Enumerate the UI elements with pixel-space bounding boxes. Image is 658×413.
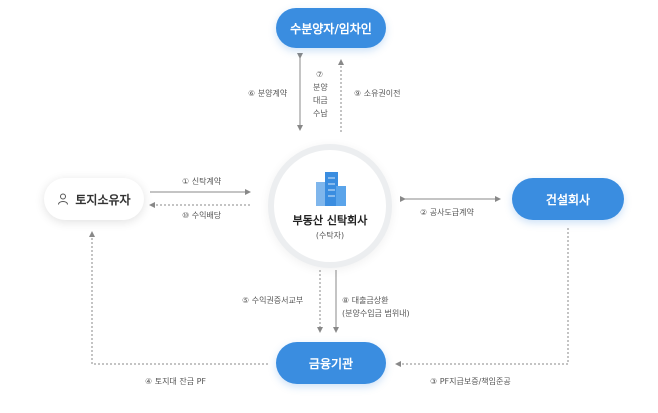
label-beneficiary-cert: ⑤ 수익권증서교부 [242, 296, 304, 305]
label-sales-contract: ⑥ 분양계약 [248, 89, 288, 98]
label-trust-contract: ① 신탁계약 [182, 177, 222, 186]
label-loan-repay-note: (분양수입금 범위내) [342, 309, 410, 318]
building-icon [316, 172, 346, 206]
node-trust-company: 부동산 신탁회사 (수탁자) [268, 144, 392, 268]
person-icon [57, 193, 69, 205]
label-e7-line2: 대금 [313, 96, 328, 105]
label-loan-repay: ⑧ 대출금상환 [342, 296, 389, 305]
label-ownership-transfer: ⑨ 소유권이전 [354, 89, 401, 98]
node-financial-institution: 금융기관 [276, 342, 386, 384]
node-construction-company: 건설회사 [512, 178, 624, 220]
node-construction-company-label: 건설회사 [545, 192, 591, 207]
label-construction-contract: ② 공사도급계약 [420, 208, 474, 217]
node-buyer-tenant: 수분양자/임차인 [276, 8, 386, 48]
label-e7-line3: 수납 [313, 109, 328, 118]
node-landowner-label: 토지소유자 [75, 192, 131, 207]
node-trust-company-sub: (수탁자) [315, 231, 345, 240]
line-land-pf [89, 231, 268, 365]
node-buyer-tenant-label: 수분양자/임차인 [290, 21, 372, 36]
line-pf-guarantee [395, 228, 569, 367]
node-financial-institution-label: 금융기관 [308, 356, 354, 371]
label-dividend: ⑩ 수익배당 [182, 211, 222, 220]
node-landowner: 토지소유자 [44, 178, 144, 220]
label-land-pf: ④ 토지대 잔금 PF [145, 377, 207, 386]
label-pf-guarantee: ③ PF지급보증/책임준공 [430, 377, 511, 386]
label-e7-num: ⑦ [316, 70, 324, 79]
label-e7-line1: 분양 [313, 83, 328, 92]
node-trust-company-label: 부동산 신탁회사 [292, 214, 368, 227]
